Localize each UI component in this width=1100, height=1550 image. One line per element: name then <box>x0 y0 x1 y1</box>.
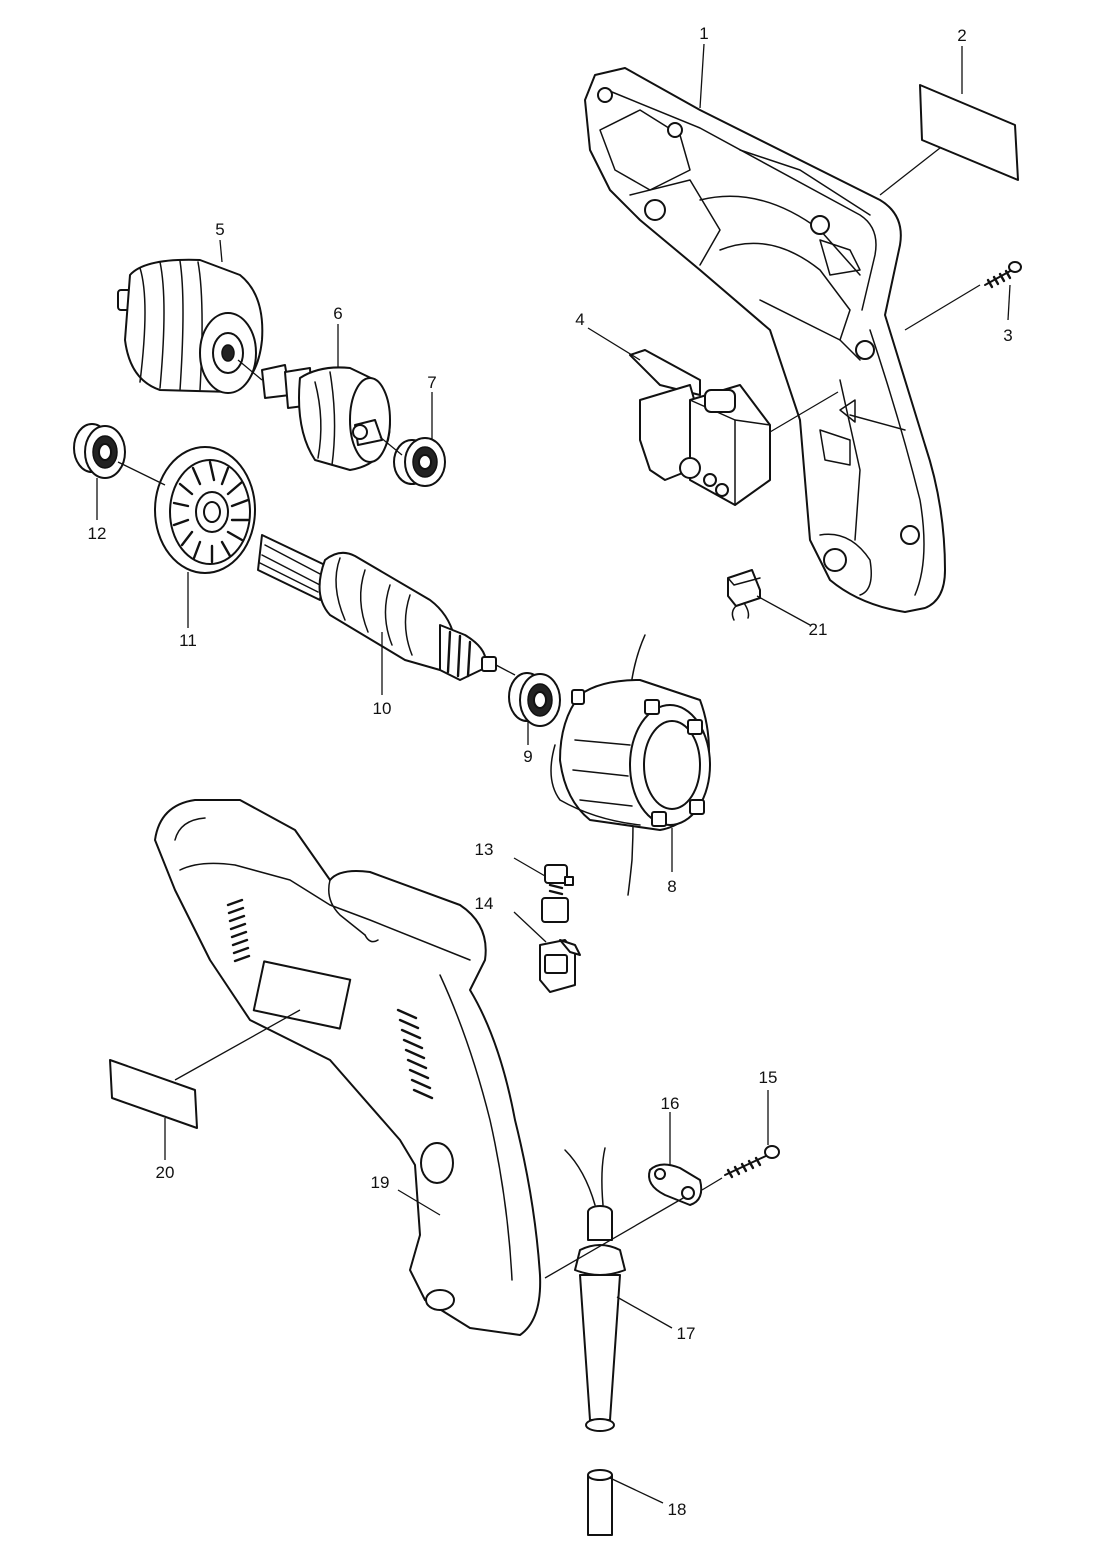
name-plate-part-2 <box>919 84 1019 181</box>
callout-21: 21 <box>809 620 828 639</box>
leader-7b <box>379 436 403 456</box>
ball-bearing-part-9 <box>508 672 561 727</box>
label-plate-part-20 <box>109 1059 198 1129</box>
callout-6: 6 <box>333 304 342 323</box>
carbon-brush-part-14 <box>539 939 581 993</box>
leader-lines <box>96 43 1011 1504</box>
leader-17 <box>616 1296 673 1329</box>
callout-12: 12 <box>88 524 107 543</box>
leader-19 <box>397 1189 441 1216</box>
field-stator-part-8 <box>550 634 711 896</box>
strain-relief-part-16 <box>648 1163 703 1206</box>
leader-20b <box>174 1009 301 1081</box>
leader-13 <box>513 857 546 877</box>
leader-2b <box>879 147 941 196</box>
leader-16b <box>701 1177 723 1191</box>
brush-holder-part-13 <box>541 864 574 923</box>
spindle-gear-part-6 <box>261 364 391 471</box>
screw-part-15 <box>724 1145 780 1179</box>
callout-20: 20 <box>156 1163 175 1182</box>
callout-17: 17 <box>677 1324 696 1343</box>
leader-14 <box>513 911 547 943</box>
callout-7: 7 <box>427 373 436 392</box>
callout-9: 9 <box>523 747 532 766</box>
screw-part-3 <box>984 261 1022 289</box>
callout-14: 14 <box>475 894 494 913</box>
callout-19: 19 <box>371 1173 390 1192</box>
callout-1: 1 <box>699 24 708 43</box>
leader-4 <box>587 327 641 361</box>
leader-3 <box>1007 284 1011 321</box>
callout-5: 5 <box>215 220 224 239</box>
leader-4b <box>769 391 839 433</box>
leader-1 <box>699 43 705 109</box>
leader-21 <box>756 595 811 626</box>
leader-5b <box>237 359 263 381</box>
callout-4: 4 <box>575 310 584 329</box>
callout-3: 3 <box>1003 326 1012 345</box>
leader-9b <box>495 664 516 676</box>
drill-chuck-part-5 <box>117 258 264 394</box>
housing-half-part-1 <box>584 67 946 613</box>
callout-18: 18 <box>668 1500 687 1519</box>
callout-16: 16 <box>661 1094 680 1113</box>
cord-part-18 <box>587 1469 613 1536</box>
leader-16c <box>544 1196 686 1279</box>
leader-12b <box>117 461 166 486</box>
callout-8: 8 <box>667 877 676 896</box>
callout-13: 13 <box>475 840 494 859</box>
callout-11: 11 <box>179 631 197 650</box>
cord-guard-part-17 <box>564 1147 626 1432</box>
switch-part-4 <box>629 349 771 506</box>
leader-5 <box>219 239 223 263</box>
capacitor-part-21 <box>727 569 761 621</box>
callout-labels: 1 2 3 4 5 6 7 8 9 10 11 12 13 14 15 16 1… <box>88 24 1013 1519</box>
ball-bearing-part-12 <box>73 423 126 479</box>
callout-15: 15 <box>759 1068 778 1087</box>
leader-18 <box>609 1477 664 1504</box>
fan-part-11 <box>154 446 256 574</box>
callout-10: 10 <box>373 699 392 718</box>
armature-part-10 <box>257 534 497 681</box>
ball-bearing-part-7 <box>393 437 446 487</box>
callout-2: 2 <box>957 26 966 45</box>
leader-3b <box>904 284 981 331</box>
housing-half-part-19 <box>154 799 542 1336</box>
